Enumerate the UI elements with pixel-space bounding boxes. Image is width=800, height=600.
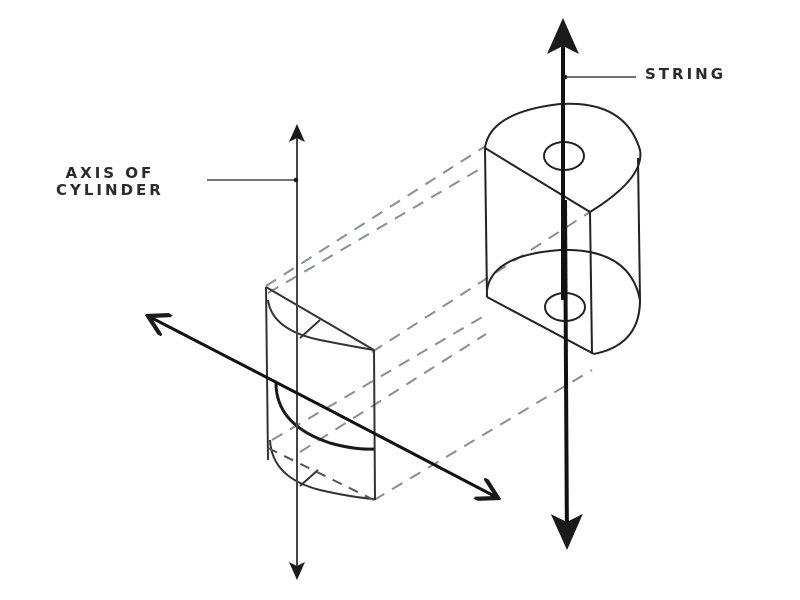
axis-of-cylinder-label: AXIS OF CYLINDER bbox=[56, 165, 164, 199]
axis-label-line1: AXIS OF bbox=[65, 164, 155, 182]
lens-curve bbox=[274, 382, 375, 451]
projection-lines bbox=[265, 146, 593, 501]
diagonal-arrow bbox=[148, 316, 321, 407]
cut-cylinder bbox=[484, 102, 642, 355]
axis-label-line2: CYLINDER bbox=[56, 181, 164, 199]
string-label: STRING bbox=[645, 65, 727, 83]
half-cylinder-lens bbox=[265, 286, 376, 501]
